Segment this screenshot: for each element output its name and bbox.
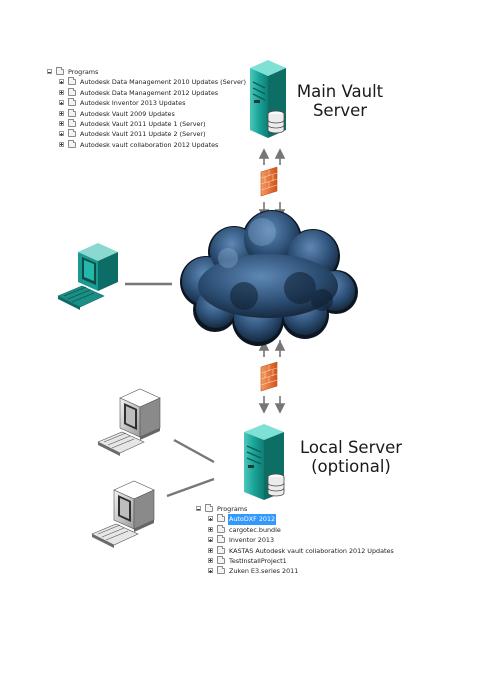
tree-item-label: Autodesk vault collaboration 2012 Update…	[80, 140, 219, 149]
tree-item-label: Autodesk Vault 2009 Updates	[80, 109, 175, 118]
arrow-up-icon	[274, 340, 286, 351]
tree-item-label: Zuken E3.series 2011	[229, 567, 299, 576]
folder-icon	[217, 535, 225, 544]
tree-item-label: Inventor 2013	[229, 536, 275, 545]
tree-item-label: Autodesk Data Management 2012 Updates	[80, 88, 219, 97]
server-icon	[250, 60, 286, 138]
tree-item-label: Autodesk Vault 2011 Update 1 (Server)	[80, 119, 206, 128]
pc1-local-server-link	[173, 438, 215, 464]
arrow-down-icon	[274, 403, 286, 414]
folder-icon	[68, 108, 76, 117]
expand-icon[interactable]	[59, 110, 64, 116]
expand-icon[interactable]	[59, 100, 64, 106]
local-server-label-line2: (optional)	[311, 457, 391, 476]
local-server-label: Local Server (optional)	[290, 438, 412, 476]
cloud-icon	[180, 210, 358, 346]
expand-icon[interactable]	[208, 557, 213, 563]
main-server-label-line2: Server	[312, 101, 368, 120]
workstation-icon	[91, 480, 155, 548]
tree-root-label: Programs	[217, 505, 248, 513]
folder-icon	[217, 524, 225, 533]
sync-arrows-bottom	[258, 340, 286, 414]
server-icon	[244, 424, 285, 500]
expand-icon[interactable]	[59, 120, 64, 126]
folder-icon	[68, 139, 76, 148]
folder-icon	[68, 118, 76, 127]
pc2-local-server-link	[166, 477, 215, 498]
connectors	[125, 282, 215, 498]
folder-icon	[68, 77, 76, 86]
firewall-icon	[260, 361, 278, 392]
local-server-label-line1: Local Server	[299, 438, 403, 457]
folder-icon	[217, 514, 225, 523]
tree-item-label: Autodesk Data Management 2010 Updates (S…	[80, 78, 247, 87]
tree-item-label: TestInstallProject1	[229, 556, 287, 565]
expand-icon[interactable]	[59, 79, 64, 85]
folder-icon	[68, 87, 76, 96]
tree-item-label-selected: AutoDXF 2012	[228, 514, 277, 525]
expand-icon[interactable]	[208, 547, 213, 553]
folder-icon	[205, 504, 213, 512]
arrow-down-icon	[258, 403, 270, 414]
arrow-up-icon	[258, 340, 270, 351]
expand-icon[interactable]	[208, 537, 213, 543]
collapse-icon[interactable]	[196, 506, 201, 511]
arrow-up-icon	[258, 148, 270, 159]
main-server-label: Main Vault Server	[290, 82, 390, 120]
folder-icon	[217, 545, 225, 554]
workstation-icon	[97, 388, 161, 456]
arrow-up-icon	[274, 148, 286, 159]
main-server-label-line1: Main Vault	[296, 82, 384, 101]
expand-icon[interactable]	[208, 516, 213, 522]
tree-root-label: Programs	[68, 68, 99, 76]
folder-icon	[217, 555, 225, 564]
folder-icon	[68, 98, 76, 107]
tree-item-label: cargotec.bundle	[229, 525, 281, 534]
collapse-icon[interactable]	[47, 69, 52, 74]
expand-icon[interactable]	[208, 568, 213, 574]
expand-icon[interactable]	[59, 89, 64, 95]
folder-icon	[68, 129, 76, 138]
tree-item-label: KASTAS Autodesk vault collaboration 2012…	[229, 546, 394, 555]
tree-item-label: Autodesk Vault 2011 Update 2 (Server)	[80, 130, 206, 139]
workstation-icon	[57, 243, 118, 310]
folder-icon	[217, 566, 225, 575]
folder-icon	[56, 67, 64, 75]
tree-item-label: Autodesk Inventor 2013 Updates	[80, 99, 186, 108]
expand-icon[interactable]	[208, 526, 213, 532]
firewall-icon	[260, 166, 278, 197]
expand-icon[interactable]	[59, 141, 64, 147]
expand-icon[interactable]	[59, 131, 64, 137]
